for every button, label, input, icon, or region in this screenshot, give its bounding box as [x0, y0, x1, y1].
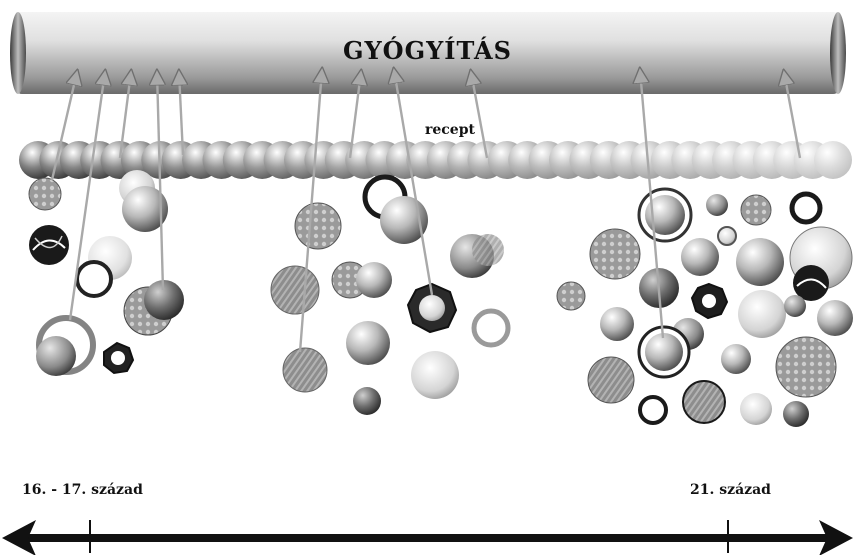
molecule: [640, 397, 666, 423]
molecule: [557, 282, 585, 310]
chain-label: recept: [425, 122, 475, 138]
timeline-start-label: 16. - 17. század: [22, 482, 143, 498]
molecule: [738, 290, 786, 338]
molecule: [77, 262, 111, 296]
middle-cluster: [271, 177, 508, 415]
molecule: [283, 348, 327, 392]
molecule: [380, 196, 428, 244]
molecule: [718, 227, 736, 245]
molecule: [736, 238, 784, 286]
molecule: [346, 321, 390, 365]
molecule: [353, 387, 381, 415]
molecule: [784, 295, 806, 317]
molecule: [740, 393, 772, 425]
molecule: [36, 336, 76, 376]
chain-sphere: [814, 141, 852, 179]
timeline: [2, 520, 853, 555]
timeline-end-label: 21. század: [690, 482, 771, 498]
molecule: [776, 337, 836, 397]
molecule: [783, 401, 809, 427]
molecule: [474, 311, 508, 345]
molecule: [472, 234, 504, 266]
molecule: [817, 300, 853, 336]
molecule: [600, 307, 634, 341]
molecule: [356, 262, 392, 298]
molecule: [683, 381, 725, 423]
molecule: [741, 195, 771, 225]
molecule: [29, 178, 61, 210]
molecule: [792, 194, 820, 222]
diagram-title: GYÓGYÍTÁS: [0, 36, 855, 65]
molecule: [681, 238, 719, 276]
molecule: [411, 351, 459, 399]
molecule: [590, 229, 640, 279]
right-cluster: [557, 189, 853, 427]
molecule: [706, 194, 728, 216]
molecule: [271, 266, 319, 314]
molecule-clusters: [29, 170, 853, 427]
molecule: [588, 357, 634, 403]
molecule: [721, 344, 751, 374]
molecule: [295, 203, 341, 249]
arrow: [157, 72, 163, 290]
